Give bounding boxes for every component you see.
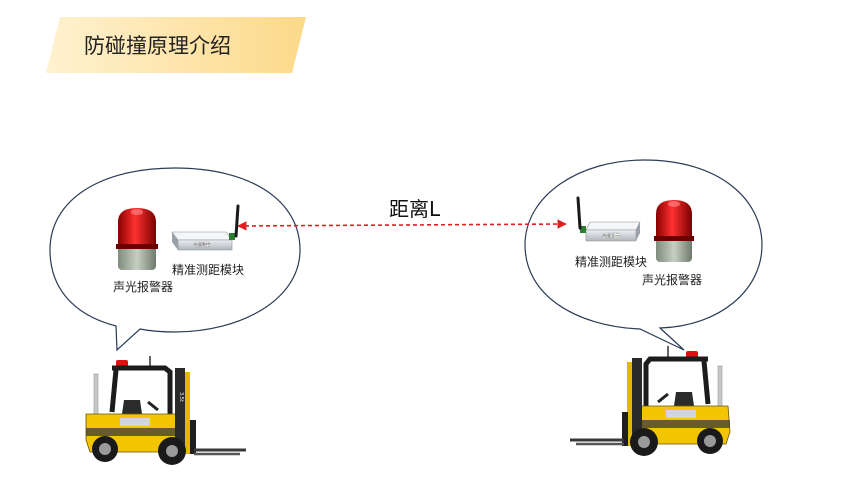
right-module-icon xyxy=(576,196,641,242)
right-speech-bubble xyxy=(524,159,763,351)
svg-text:3.5t: 3.5t xyxy=(178,392,184,402)
distance-label: 距离L xyxy=(389,197,441,221)
right-alarm-icon xyxy=(654,200,694,262)
left-speech-bubble xyxy=(49,167,301,352)
left-module-label: 精准测距模块 xyxy=(172,263,245,277)
left-alarm-icon xyxy=(116,208,158,270)
left-alarm-label: 声光报警器 xyxy=(113,280,174,294)
right-alarm-label: 声光报警器 xyxy=(642,273,703,287)
right-module-label: 精准测距模块 xyxy=(575,255,648,269)
title-banner xyxy=(46,17,306,73)
left-forklift: 3.5t xyxy=(85,356,246,465)
right-forklift xyxy=(570,346,731,456)
distance-arrow xyxy=(237,219,567,231)
left-module-plate: 电量数控 xyxy=(194,241,210,247)
page-title: 防碰撞原理介绍 xyxy=(84,34,231,58)
left-module-icon xyxy=(171,204,240,251)
right-module-plate: 电量显示 xyxy=(603,232,619,238)
